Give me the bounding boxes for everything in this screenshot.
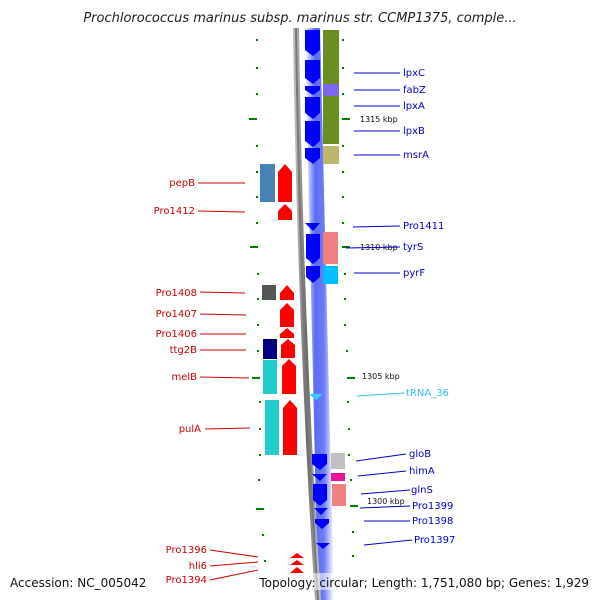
map-title: Prochlorococcus marinus subsp. marinus s… [83, 11, 516, 26]
accession-text: Accession: NC_005042 [10, 576, 146, 590]
trna-arrow [309, 394, 323, 400]
gene-label-Pro1407[interactable]: Pro1407 [156, 309, 197, 320]
forward-gene-arrows [278, 164, 304, 573]
gene-label-Pro1397[interactable]: Pro1397 [414, 535, 455, 546]
gene-label-Pro1408[interactable]: Pro1408 [156, 288, 197, 299]
gene-label-msrA[interactable]: msrA [403, 150, 429, 161]
gene-label-lpxA[interactable]: lpxA [403, 101, 425, 112]
gene-label-ttg2B[interactable]: ttg2B [170, 345, 198, 356]
gene-label-lpxB[interactable]: lpxB [403, 126, 425, 137]
scale-ticks-left [249, 39, 266, 562]
left-leader-lines [197, 182, 259, 581]
footer-backdrop [258, 573, 594, 590]
gene-label-Pro1412[interactable]: Pro1412 [154, 206, 195, 217]
gene-label-Pro1411[interactable]: Pro1411 [403, 221, 444, 232]
gene-label-glnS[interactable]: glnS [411, 485, 433, 496]
gene-label-pulA[interactable]: pulA [179, 424, 201, 435]
gene-label-hli6[interactable]: hli6 [189, 561, 207, 572]
cog-track-reverse [323, 30, 346, 506]
gene-label-Pro1406[interactable]: Pro1406 [156, 329, 197, 340]
gene-label-melB[interactable]: melB [171, 372, 197, 383]
gene-label-pyrF[interactable]: pyrF [403, 268, 425, 279]
gene-label-tyrS[interactable]: tyrS [403, 242, 423, 253]
trna-leader-line [356, 392, 405, 397]
genome-backbone-core [295, 27, 319, 600]
gene-label-fabZ[interactable]: fabZ [403, 85, 426, 96]
topology-summary: Topology: circular; Length: 1,751,080 bp… [258, 576, 589, 590]
gene-label-pepB[interactable]: pepB [169, 178, 195, 189]
gene-label-lpxC[interactable]: lpxC [403, 68, 425, 79]
gene-label-tRNA_36[interactable]: tRNA_36 [406, 388, 449, 399]
scale-label: 1305 kbp [362, 372, 400, 381]
scale-label: 1300 kbp [367, 497, 405, 506]
gene-label-Pro1394[interactable]: Pro1394 [166, 575, 207, 586]
right-leader-lines [345, 72, 413, 546]
cog-track-forward [260, 164, 279, 455]
gene-label-Pro1399[interactable]: Pro1399 [412, 501, 453, 512]
right-gene-labels: lpxC fabZ lpxA lpxB msrA Pro1411 tyrS py… [403, 68, 455, 546]
gene-label-gloB[interactable]: gloB [409, 449, 431, 460]
reverse-gene-arrows [305, 30, 330, 549]
left-gene-labels: pepB Pro1412 Pro1408 Pro1407 Pro1406 ttg… [154, 178, 207, 586]
gene-label-Pro1396[interactable]: Pro1396 [166, 545, 207, 556]
gene-label-Pro1398[interactable]: Pro1398 [412, 516, 453, 527]
scale-label: 1315 kbp [360, 115, 398, 124]
scale-ticks-right [342, 39, 358, 557]
gene-label-himA[interactable]: himA [409, 466, 435, 477]
